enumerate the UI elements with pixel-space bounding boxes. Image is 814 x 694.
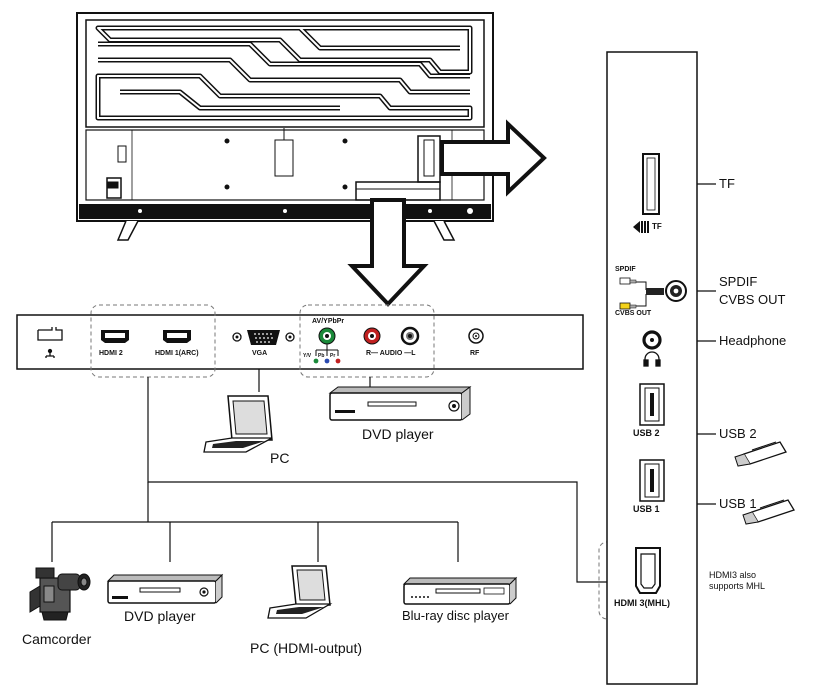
network-icon	[37, 327, 63, 358]
headphone-icon	[643, 351, 661, 367]
audio-l-jack	[400, 326, 420, 346]
disc-player-icon	[402, 576, 518, 605]
vga-port	[232, 330, 295, 345]
cvbs-out-port-label: CVBS OUT	[615, 310, 652, 317]
pc-hdmi-label: PC (HDMI-output)	[250, 640, 363, 656]
rf-label: RF	[470, 350, 480, 357]
hdmi3-note-line1: HDMI3 also	[709, 570, 757, 580]
usb-stick-icon	[734, 441, 787, 467]
laptop-icon	[267, 565, 333, 619]
hdmi-group-outline	[90, 304, 216, 378]
headphone-jack	[642, 330, 662, 350]
av-audio-group-outline	[299, 304, 435, 378]
laptop-icon	[203, 395, 273, 453]
headphone-callout: Headphone	[719, 333, 787, 348]
tv-rear-illustration	[76, 12, 494, 241]
hdmi3-mhl-port-label: HDMI 3(MHL)	[614, 598, 670, 608]
disc-player-icon	[328, 386, 472, 421]
camcorder-label: Camcorder	[22, 631, 92, 647]
pc-vga-label: PC	[270, 450, 290, 466]
av-ypbpr-label: AV/YPbPr	[312, 318, 345, 325]
hdmi1-arc-label: HDMI 1(ARC)	[155, 350, 199, 357]
dvd-player-bottom-label: DVD player	[124, 608, 196, 624]
vga-label: VGA	[252, 350, 268, 357]
tf-callout: TF	[719, 176, 735, 191]
dvd-player-top-label: DVD player	[362, 426, 434, 442]
rf-jack	[468, 328, 484, 344]
component-y-label: Y/V	[303, 353, 312, 359]
usb1-port-label: USB 1	[633, 504, 660, 514]
hdmi2-label: HDMI 2	[99, 350, 123, 357]
camcorder-icon	[29, 567, 91, 621]
arrow-right-icon	[440, 119, 547, 197]
usb1-callout: USB 1	[719, 496, 757, 511]
usb-stick-icon	[742, 499, 795, 525]
tf-card-slot	[633, 153, 660, 233]
component-pb-label: Pb	[318, 353, 325, 359]
component-pr-label: Pr	[330, 353, 336, 359]
arrow-down-icon	[347, 198, 429, 307]
hdmi1-arc-port	[163, 330, 191, 343]
audio-label: R— AUDIO —L	[366, 350, 416, 357]
usb2-port-label: USB 2	[633, 428, 660, 438]
spdif-cvbs-jack	[619, 277, 687, 310]
usb1-port	[639, 459, 665, 502]
av-ypbpr-jack	[313, 327, 341, 364]
audio-r-jack	[363, 327, 381, 345]
hdmi3-mhl-port	[635, 547, 661, 594]
bluray-label: Blu-ray disc player	[402, 608, 509, 623]
cvbs-out-callout: CVBS OUT	[719, 292, 786, 307]
disc-player-icon	[106, 573, 224, 604]
tf-port-label: TF	[652, 222, 662, 231]
usb2-callout: USB 2	[719, 426, 757, 441]
hdmi2-port	[101, 330, 129, 343]
hdmi3-note-line2: supports MHL	[709, 581, 766, 591]
spdif-port-label: SPDIF	[615, 266, 636, 273]
spdif-callout: SPDIF	[719, 274, 758, 289]
usb2-port	[639, 383, 665, 426]
